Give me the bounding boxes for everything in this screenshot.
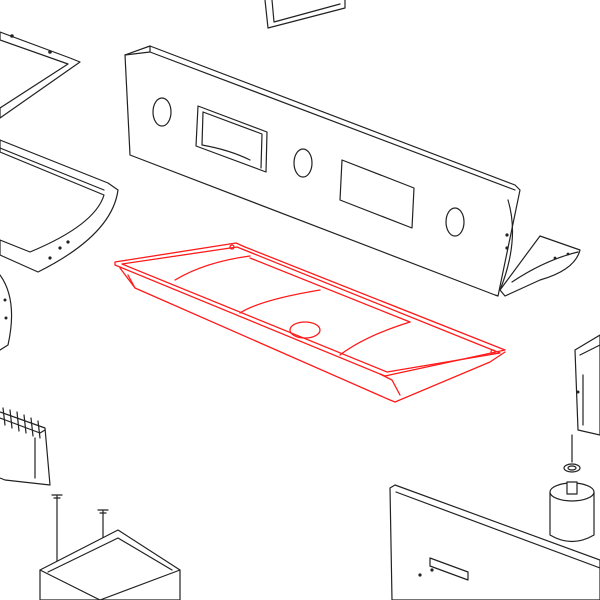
- cylinder-foot-part[interactable]: [549, 434, 595, 543]
- top-bracket-part[interactable]: [264, 0, 346, 29]
- bottom-right-panel-part[interactable]: [389, 484, 600, 600]
- control-panel-part[interactable]: [124, 45, 581, 297]
- highlighted-tray-part[interactable]: [114, 242, 506, 403]
- right-component-part[interactable]: [574, 334, 600, 436]
- bottom-box-part[interactable]: [39, 529, 181, 600]
- left-frame-part[interactable]: [0, 139, 119, 351]
- top-left-rail-part[interactable]: [0, 31, 81, 119]
- connector-part[interactable]: [0, 407, 51, 486]
